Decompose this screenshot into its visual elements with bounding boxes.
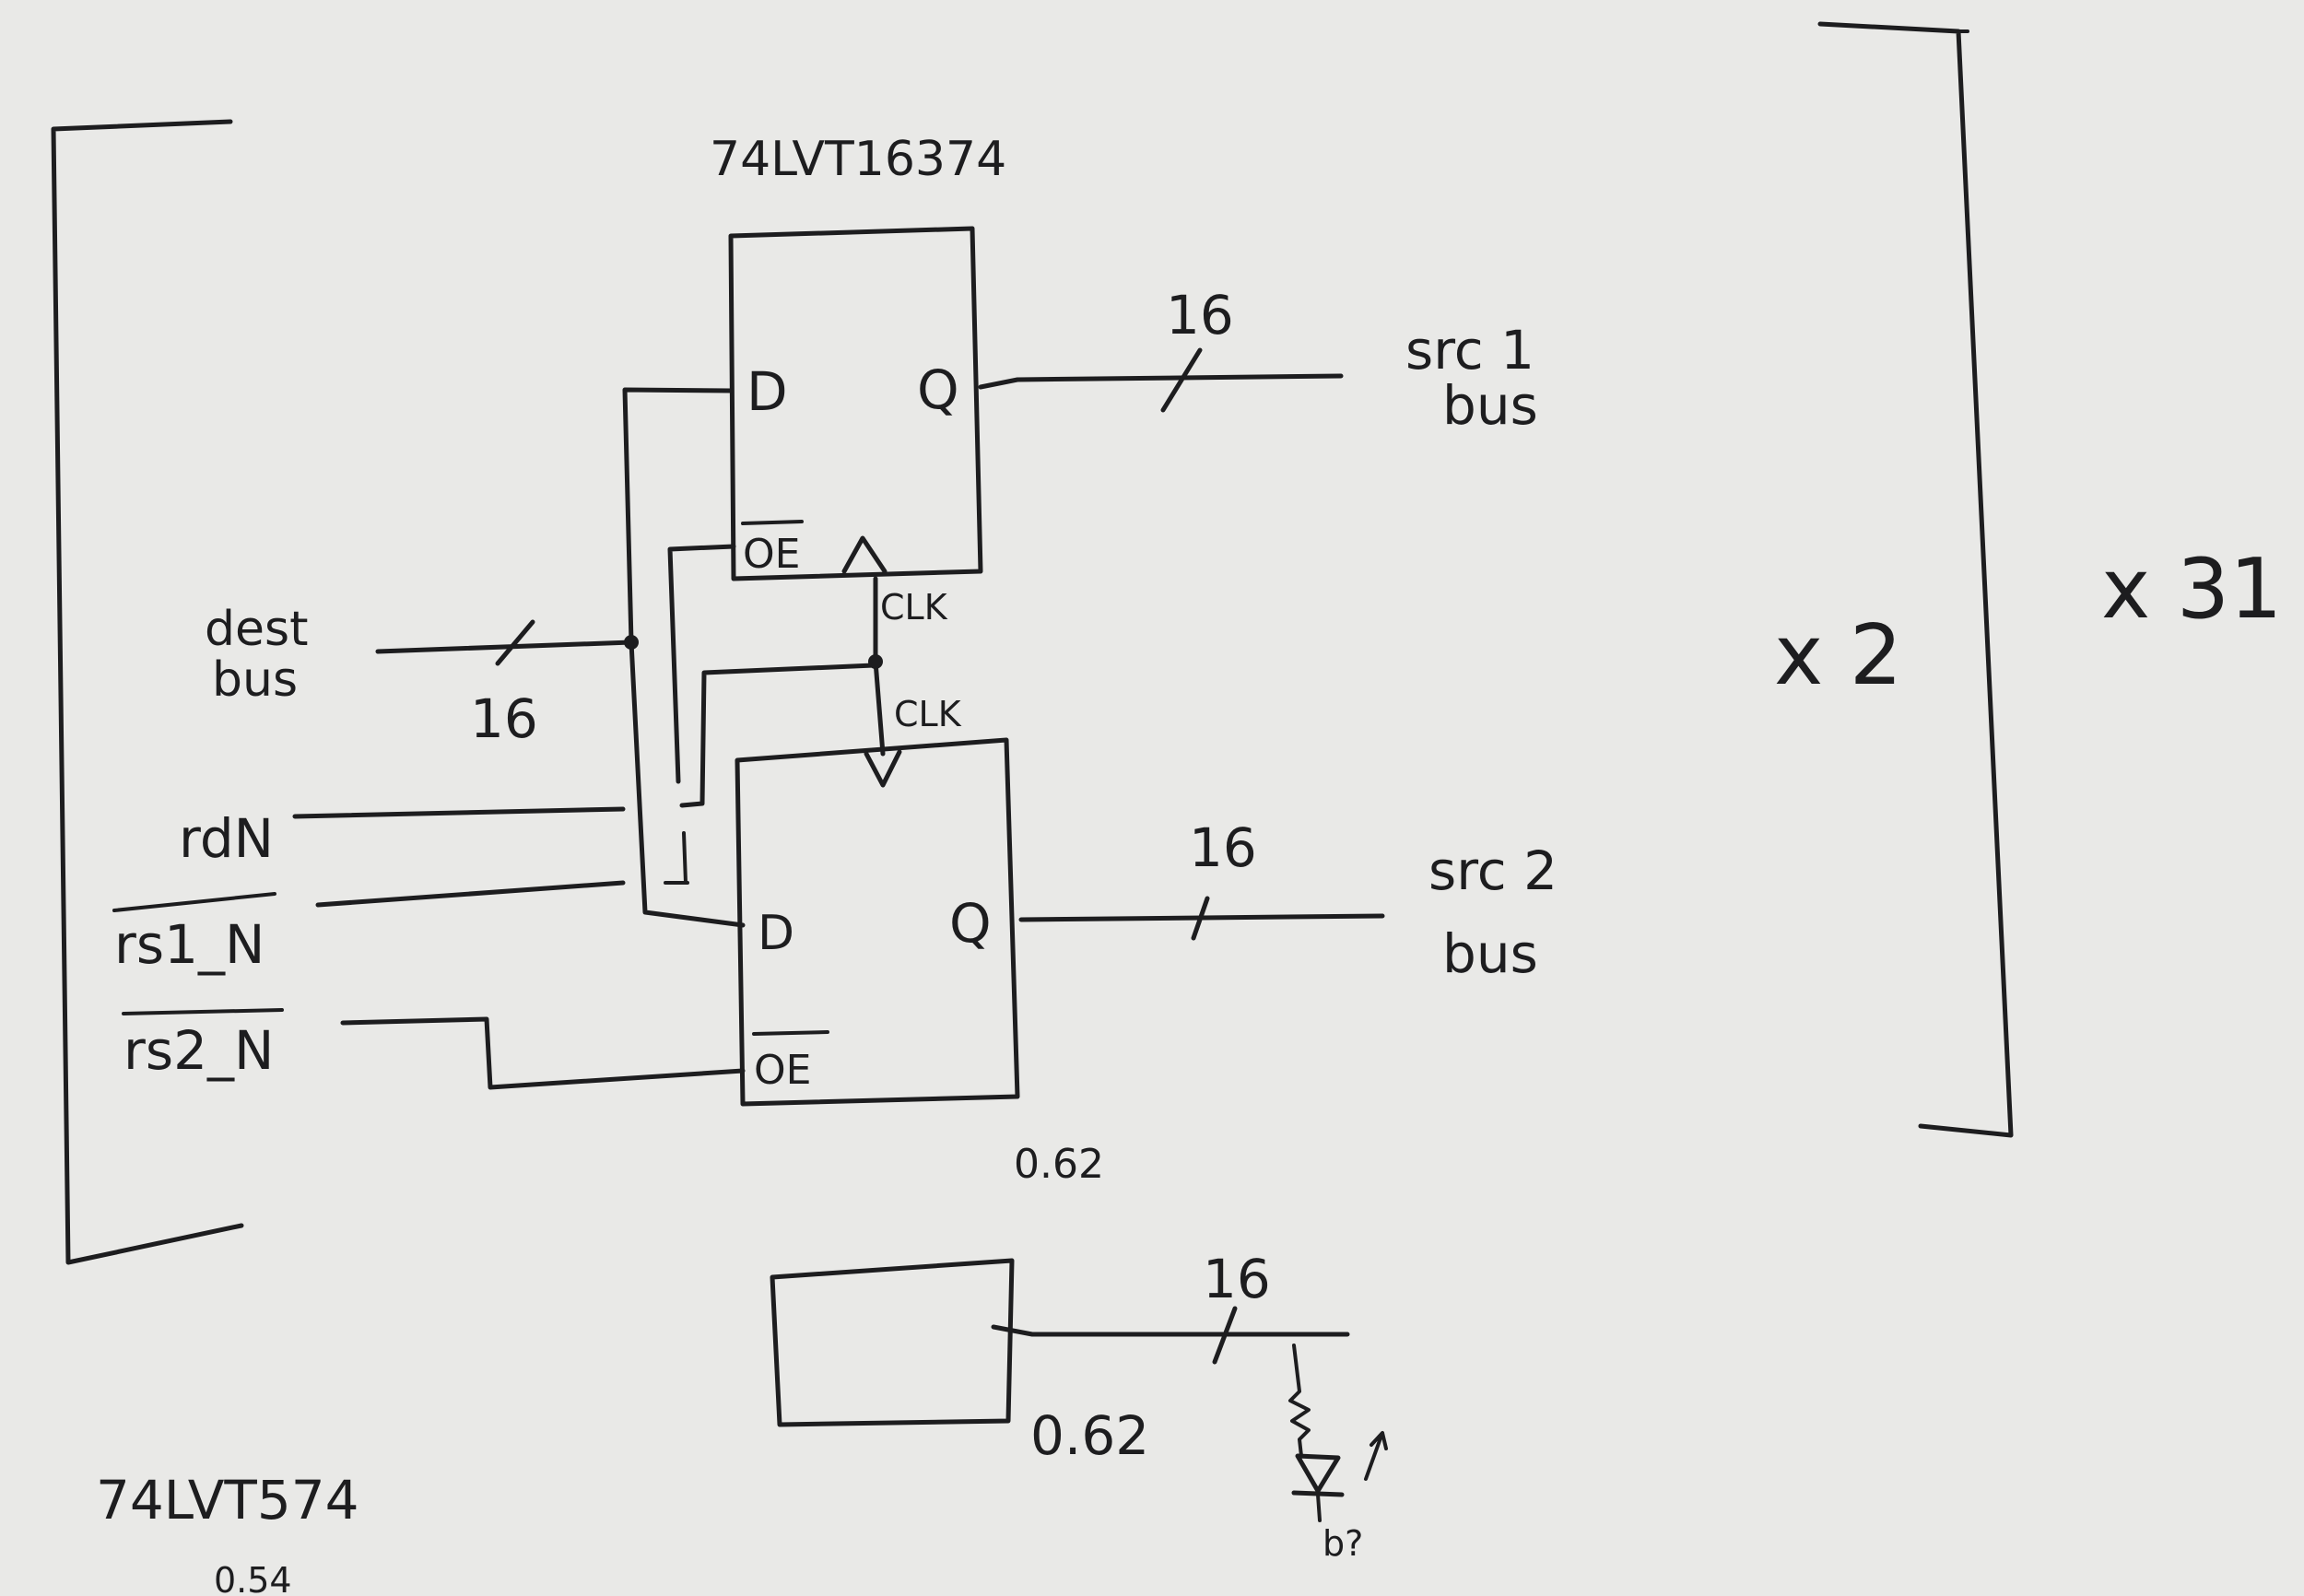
top-flipflop-oe-pin: OE — [743, 531, 800, 578]
dest-to-bottom-d — [629, 640, 746, 928]
src1-bus-slash — [1160, 347, 1203, 413]
top-chip-part-number: 74LVT16374 — [710, 132, 1006, 187]
top-clock-triangle — [841, 535, 888, 574]
latch-output-wire — [991, 1324, 1350, 1337]
dest-bus-label-line1: dest — [205, 602, 308, 657]
clock-wire-bottom — [873, 659, 886, 757]
inner-multiplier: x 2 — [1774, 607, 1902, 704]
bottom-flipflop-q-pin: Q — [949, 892, 992, 955]
latch-cost: 0.62 — [1030, 1404, 1149, 1467]
flipflop-cost: 0.62 — [1014, 1141, 1104, 1188]
latch-box — [770, 1258, 1015, 1427]
top-oe-overbar — [741, 520, 804, 525]
rs2n-wire — [340, 1016, 746, 1090]
top-flipflop-q-pin: Q — [917, 358, 959, 421]
latch-bus-slash — [1212, 1306, 1238, 1365]
bottom-chip-part-number: 74LVT574 — [96, 1469, 359, 1531]
led-note: b? — [1322, 1523, 1363, 1564]
led-diode-symbol — [1295, 1453, 1341, 1494]
src1-bus-label-line1: src 1 — [1405, 319, 1534, 381]
right-bracket-inner — [1817, 21, 2014, 1138]
led-to-ground — [1316, 1493, 1322, 1522]
bottom-flipflop-box — [735, 737, 1020, 1107]
bottom-clock-triangle — [864, 749, 902, 788]
src1-bus-label-line2: bus — [1442, 374, 1538, 437]
left-bracket — [51, 119, 244, 1265]
dest-bus-label-line2: bus — [212, 652, 298, 708]
src2-bus-label-line2: bus — [1442, 922, 1538, 985]
rs1n-wire — [315, 880, 626, 908]
top-clk-label: CLK — [880, 587, 948, 628]
rs1-oe-drop — [682, 831, 688, 885]
bottom-flipflop-oe-pin: OE — [754, 1047, 811, 1094]
latch-bus-width: 16 — [1203, 1248, 1271, 1310]
dest-bus-slash — [495, 619, 535, 666]
rdn-wire — [292, 806, 626, 819]
outer-multiplier: x 31 — [2101, 541, 2282, 638]
dest-bus-wire — [375, 640, 634, 654]
bottom-clk-label: CLK — [894, 694, 962, 734]
bottom-oe-overbar — [752, 1030, 829, 1036]
top-oe-wire — [667, 544, 736, 784]
rs2n-overbar — [122, 1008, 284, 1015]
rs1n-overbar — [112, 892, 276, 912]
dest-bus-width: 16 — [470, 687, 538, 750]
src1-bus-width: 16 — [1166, 284, 1234, 346]
dest-to-top-d — [622, 387, 734, 645]
src2-bus-width: 16 — [1189, 816, 1257, 879]
rs1n-label: rs1_N — [114, 913, 264, 976]
top-flipflop-box — [728, 226, 983, 581]
top-flipflop-d-pin: D — [746, 360, 788, 423]
rs2n-label: rs2_N — [123, 1019, 274, 1082]
led-resistor — [1288, 1344, 1311, 1458]
bottom-flipflop-d-pin: D — [758, 906, 794, 961]
clock-branch — [679, 663, 876, 808]
src2-bus-slash — [1191, 896, 1210, 941]
led-light-arrow — [1364, 1431, 1388, 1481]
clock-junction — [868, 654, 883, 669]
src1-bus-wire — [978, 373, 1344, 390]
rdn-label: rdN — [179, 807, 274, 870]
bottom-cost-note: 0.54 — [214, 1560, 292, 1596]
src2-bus-label-line1: src 2 — [1428, 839, 1558, 902]
